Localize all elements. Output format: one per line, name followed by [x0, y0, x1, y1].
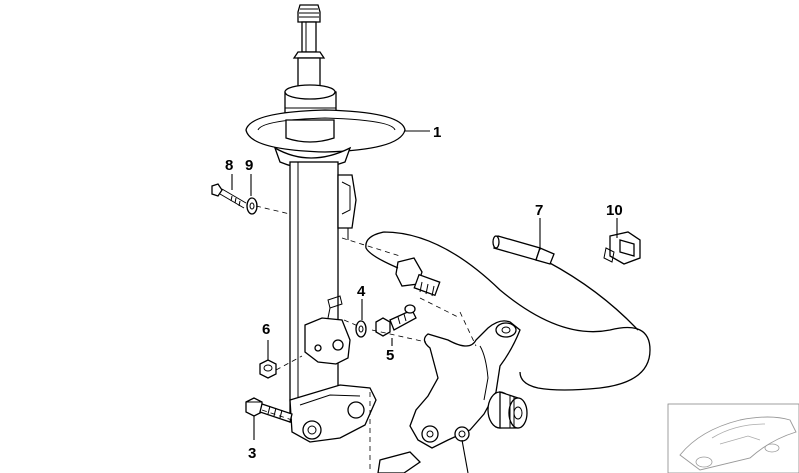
spring-seat [245, 84, 406, 170]
strut-lower-bracket [289, 384, 377, 443]
sensor-7 [492, 235, 555, 265]
clip-10 [603, 231, 641, 265]
callout-4: 4 [357, 283, 366, 300]
nut-6 [259, 359, 277, 379]
callout-7: 7 [535, 202, 543, 219]
shock-absorber-tube [289, 161, 357, 423]
stub-axle [487, 391, 528, 429]
washer-9 [246, 197, 258, 215]
callout-8: 8 [225, 157, 233, 174]
bolt-3 [245, 397, 293, 423]
callout-9: 9 [245, 157, 253, 174]
callout-10: 10 [606, 202, 623, 219]
strut-upper-bracket [304, 295, 351, 365]
callout-6: 6 [262, 321, 270, 338]
vehicle-thumbnail [667, 403, 799, 473]
callout-3: 3 [248, 445, 256, 462]
wheel-speed-sensor [395, 257, 441, 297]
alignment-lines [255, 205, 477, 470]
bolt-5 [375, 304, 417, 337]
callout-1: 1 [433, 124, 441, 141]
callouts: 1 3 4 5 6 7 8 9 10 [225, 124, 623, 462]
callout-5: 5 [386, 347, 394, 364]
washer-4 [355, 320, 367, 338]
top-mount-stud [292, 4, 326, 89]
abs-cable [365, 231, 651, 391]
leader-lines [231, 130, 618, 473]
bolt-8 [211, 183, 247, 209]
steering-knuckle [377, 320, 521, 473]
